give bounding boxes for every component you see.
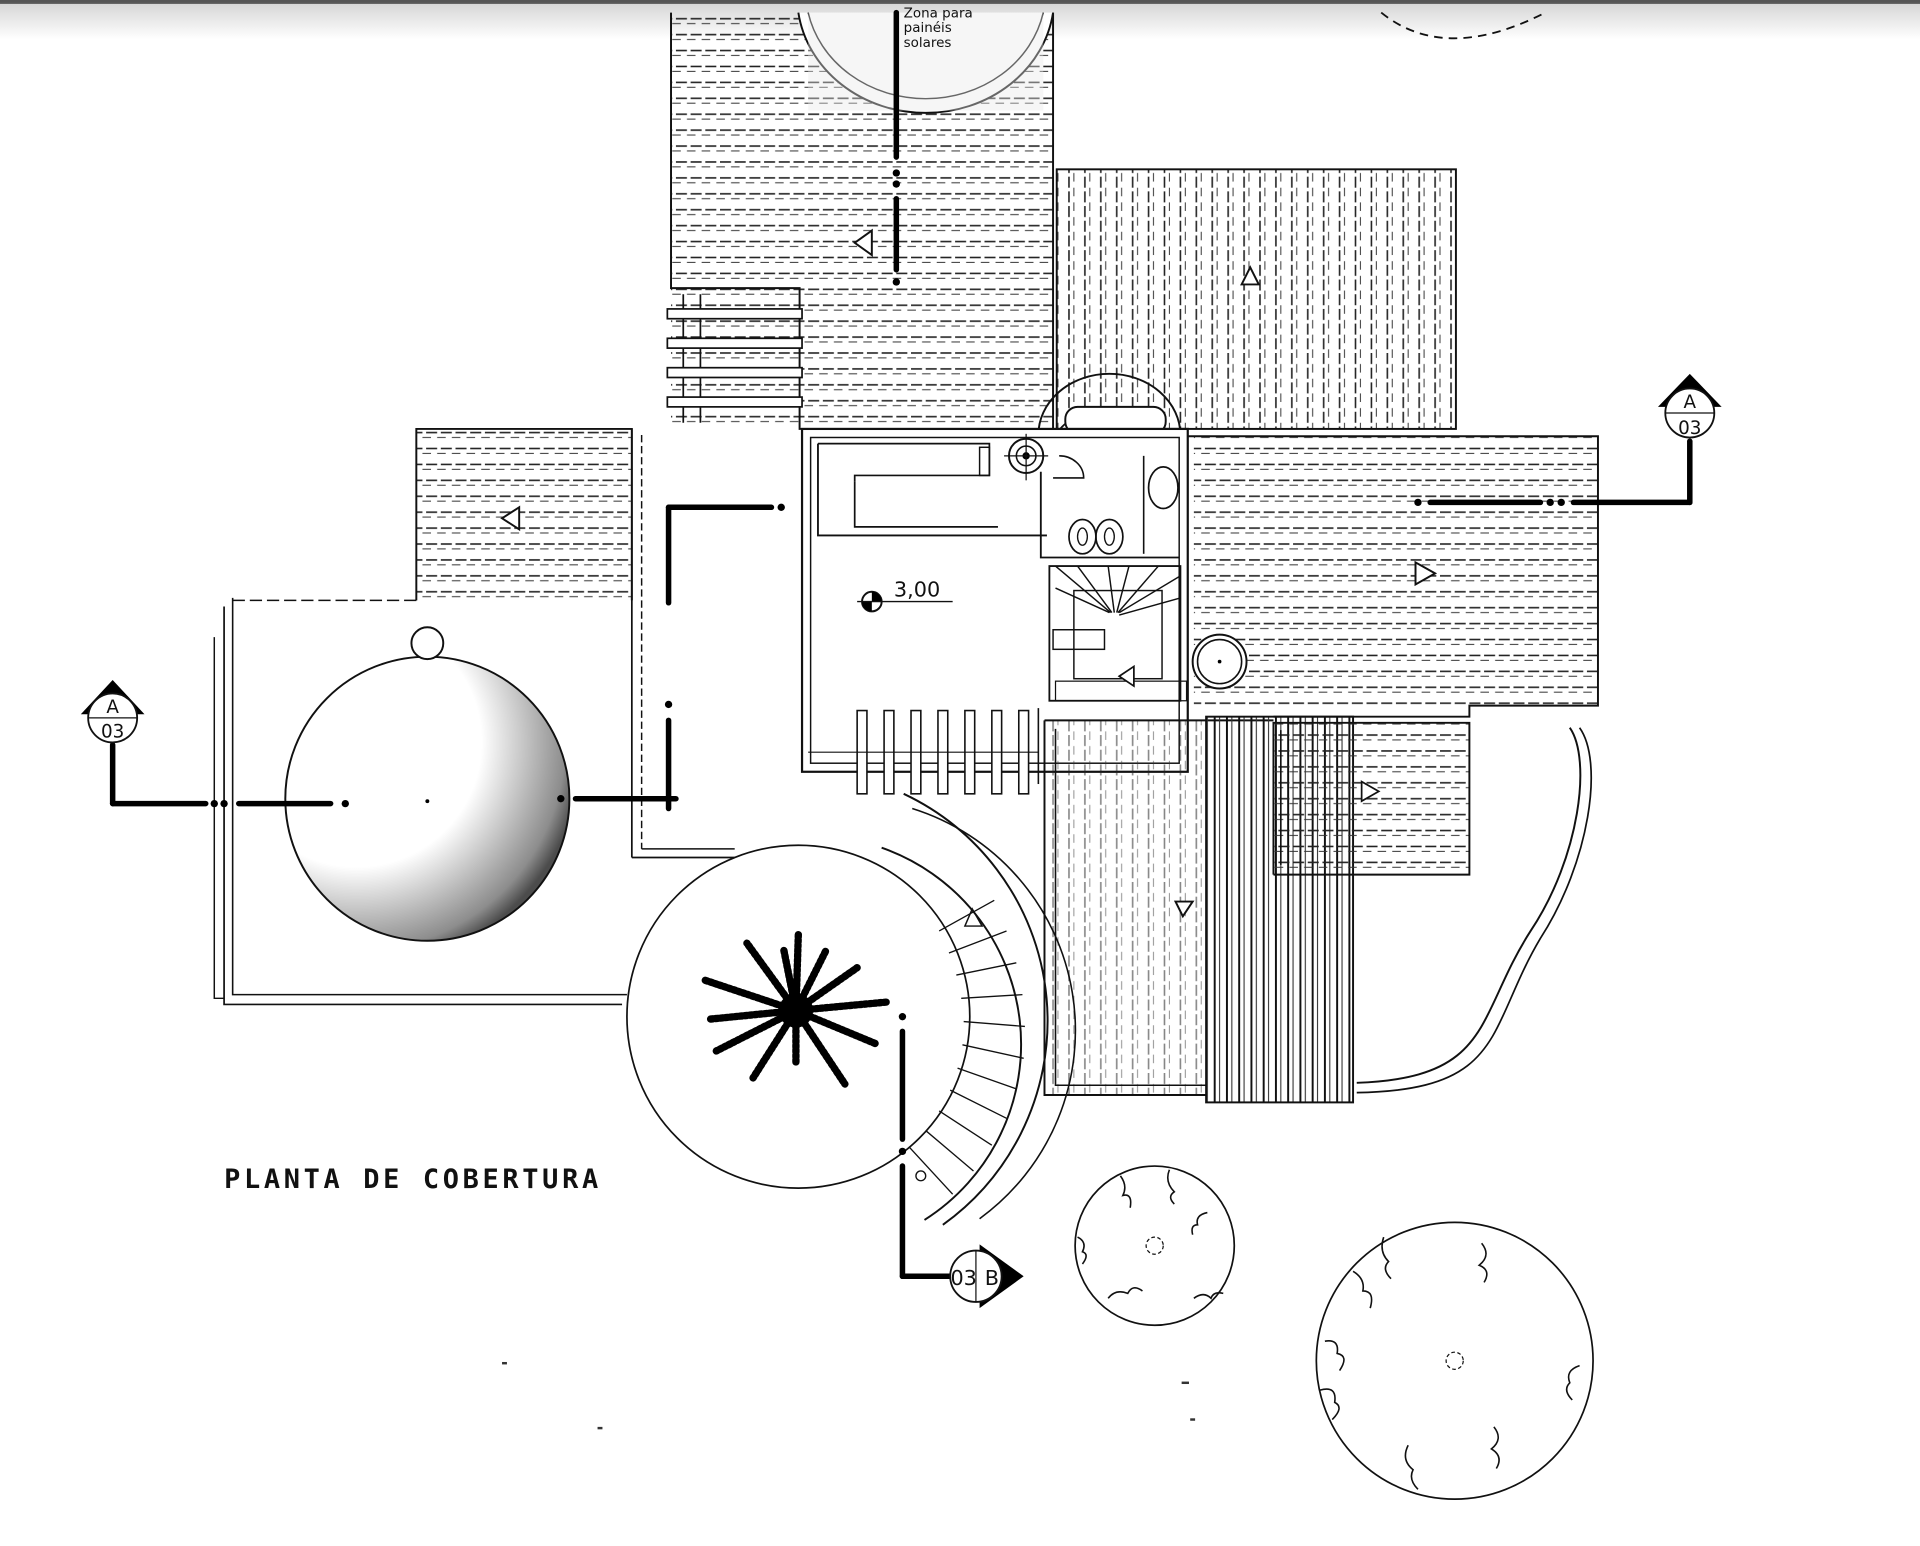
section-marker-letter: B: [985, 1266, 999, 1290]
central-core: 3,00: [800, 427, 1189, 795]
vent-circle: [410, 626, 445, 661]
washbasin-icon: [1147, 466, 1179, 510]
solar-zone-line2: painéis: [904, 20, 952, 36]
elevation-marker: 3,00: [857, 578, 953, 613]
stair-direction-icon: [963, 907, 984, 927]
section-line-a-left: [109, 742, 679, 808]
scan-specks: [502, 1361, 1196, 1430]
left-terrace: [213, 428, 735, 1006]
elevation-value: 3,00: [894, 578, 940, 602]
slope-arrow-up-icon: [1240, 265, 1261, 286]
roof-drain-icon: [1004, 433, 1049, 481]
section-marker-a-left[interactable]: A 03: [80, 679, 145, 744]
tree-canopy-large: [1315, 1221, 1594, 1500]
bidet-icon: [1095, 518, 1124, 555]
solar-zone-line3: solares: [904, 36, 952, 51]
section-marker-b[interactable]: 03 B: [949, 1244, 1024, 1309]
top-roof-slab: [666, 12, 1055, 430]
dashed-arc: [1380, 11, 1546, 40]
section-marker-sheet: 03: [101, 721, 124, 742]
tree-canopy-small: [1074, 1165, 1236, 1327]
slope-arrow-down-icon: [1173, 900, 1195, 919]
section-marker-letter: A: [106, 697, 119, 718]
section-marker-a-right[interactable]: A 03: [1657, 373, 1722, 439]
section-marker-sheet: 03: [1678, 418, 1701, 439]
solar-zone-annotation: Zona para painéis solares: [904, 6, 973, 50]
section-marker-letter: A: [1684, 392, 1697, 413]
upper-right-roof-slab: [1037, 168, 1457, 436]
slope-arrow-right-icon: [1360, 780, 1381, 803]
slope-arrow-left-icon: [853, 228, 873, 257]
spiral-stair: [881, 792, 1077, 1226]
lower-right-roof-slabs: [1043, 715, 1593, 1104]
solar-zone-line1: Zona para: [904, 6, 973, 21]
section-line-top: [892, 9, 900, 286]
slope-arrow-left-icon: [500, 505, 521, 532]
section-marker-sheet: 03: [950, 1266, 976, 1290]
drawing-title: PLANTA DE COBERTURA: [224, 1164, 602, 1195]
right-roof-slab: [1187, 435, 1599, 718]
interior-stair: [1048, 565, 1188, 702]
courtyard-circle: [626, 792, 1077, 1226]
left-roof-slab: [415, 427, 633, 601]
ladder: [666, 294, 803, 423]
balustrade: [808, 709, 1039, 795]
stippled-dome: [284, 655, 571, 942]
section-line-a-right: [1414, 438, 1693, 507]
slope-arrow-right-icon: [1414, 560, 1438, 587]
section-line-b: [898, 1013, 956, 1280]
stair-arrow-icon: [1117, 664, 1135, 688]
section-line-middle: [664, 503, 785, 812]
scan-top-edge: [0, 0, 1920, 4]
